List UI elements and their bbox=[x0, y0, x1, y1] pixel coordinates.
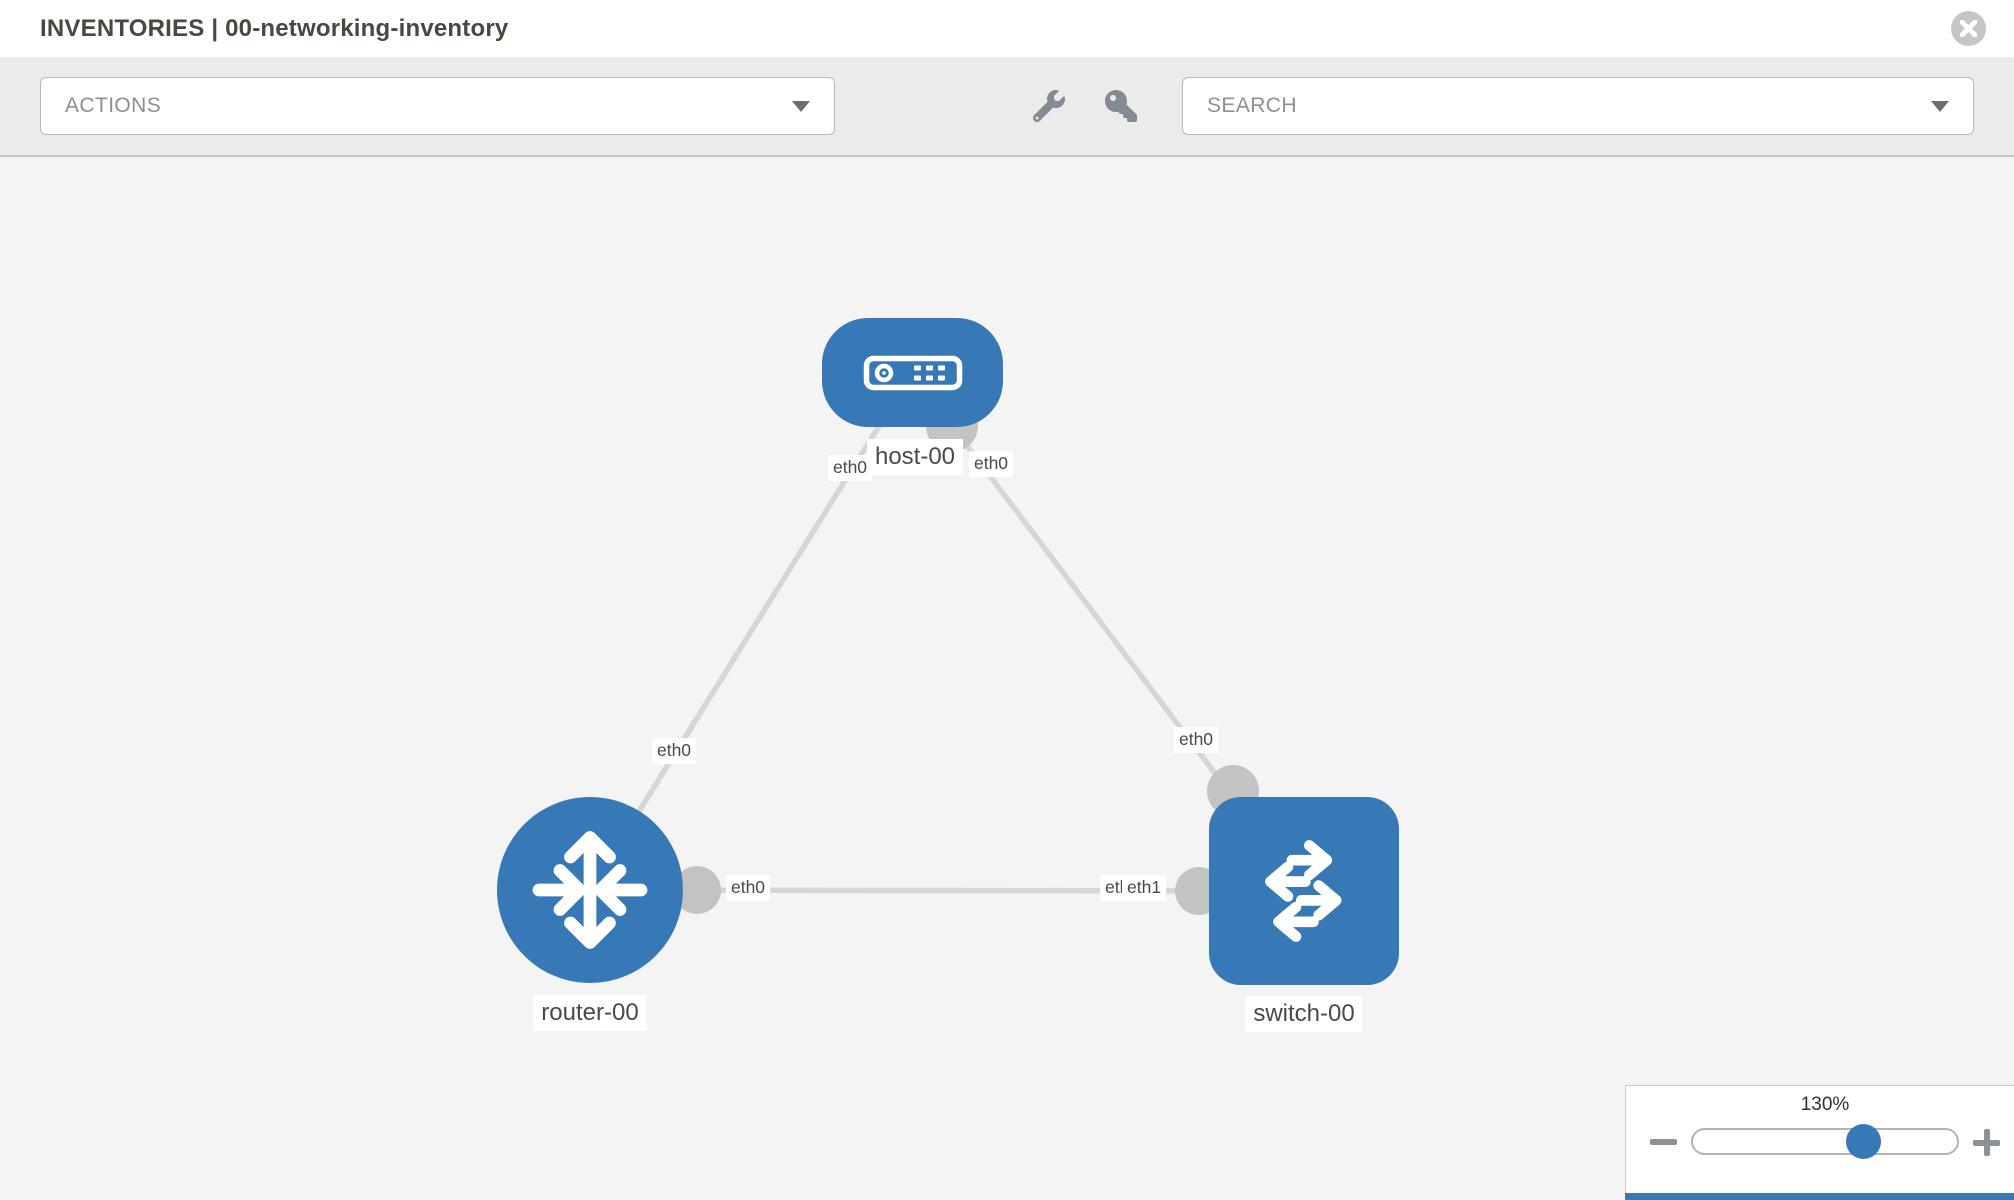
chevron-down-icon bbox=[792, 100, 810, 112]
configure-button[interactable] bbox=[1033, 90, 1065, 122]
node-label-switch-00: switch-00 bbox=[1245, 996, 1363, 1032]
interface-label: eth0 bbox=[725, 875, 771, 901]
toolbar-icons bbox=[1033, 90, 1137, 122]
node-switch-00[interactable] bbox=[1209, 797, 1399, 985]
router-icon bbox=[532, 831, 648, 949]
actions-dropdown[interactable]: ACTIONS bbox=[40, 77, 835, 135]
topology-canvas[interactable]: host-00 router-00 switch-00 eth0 eth0 et… bbox=[0, 157, 2014, 1200]
host-icon bbox=[863, 355, 962, 390]
topology-links-layer bbox=[587, 371, 1307, 915]
interface-label: eth0 bbox=[827, 455, 873, 481]
search-dropdown[interactable]: SEARCH bbox=[1182, 77, 1974, 135]
wrench-icon bbox=[1033, 90, 1065, 122]
chevron-down-icon bbox=[1931, 100, 1949, 112]
search-dropdown-label: SEARCH bbox=[1207, 94, 1297, 117]
actions-dropdown-label: ACTIONS bbox=[65, 94, 162, 117]
interface-label: eth1 bbox=[1122, 875, 1167, 901]
interface-label: eth0 bbox=[651, 738, 697, 764]
credentials-button[interactable] bbox=[1105, 90, 1137, 122]
zoom-slider-handle[interactable] bbox=[1846, 1124, 1881, 1159]
node-host-00[interactable] bbox=[822, 318, 1003, 427]
interface-label: eth0 bbox=[968, 451, 1014, 477]
zoom-out-button[interactable] bbox=[1650, 1139, 1677, 1145]
zoom-level: 130% bbox=[1800, 1094, 1850, 1115]
close-icon bbox=[1960, 20, 1977, 37]
zoom-in-button[interactable] bbox=[1973, 1129, 2000, 1156]
header: INVENTORIES | 00-networking-inventory bbox=[0, 0, 2014, 57]
toolbar: ACTIONS SEARCH bbox=[0, 57, 2014, 157]
node-label-router-00: router-00 bbox=[533, 995, 647, 1031]
bottom-blue-strip bbox=[1625, 1193, 2014, 1200]
interface-label: eth0 bbox=[1173, 727, 1219, 753]
zoom-panel: 130% bbox=[1625, 1085, 2014, 1193]
node-label-host-00: host-00 bbox=[866, 439, 964, 475]
zoom-slider-track[interactable] bbox=[1691, 1128, 1959, 1155]
key-icon bbox=[1105, 90, 1137, 122]
page-title: INVENTORIES | 00-networking-inventory bbox=[40, 14, 509, 42]
connector-router-right bbox=[673, 866, 721, 914]
close-button[interactable] bbox=[1951, 11, 1986, 46]
switch-icon bbox=[1265, 840, 1342, 942]
node-router-00[interactable] bbox=[497, 797, 683, 983]
